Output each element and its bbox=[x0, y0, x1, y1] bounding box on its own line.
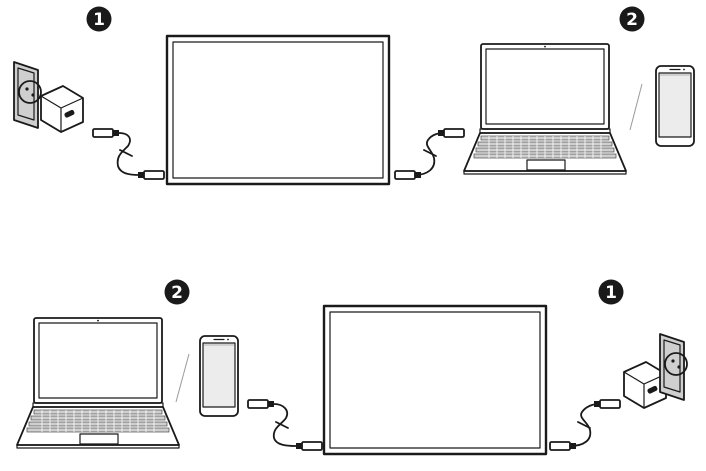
usb-c-cable-icon bbox=[92, 128, 165, 180]
step-badge-2: 2 bbox=[164, 279, 190, 305]
laptop-icon bbox=[16, 317, 180, 449]
top-scene: 1 bbox=[13, 6, 695, 186]
step-badge-number: 2 bbox=[171, 283, 183, 303]
portable-monitor-icon bbox=[165, 34, 391, 186]
wall-outlet-icon bbox=[13, 61, 42, 129]
divider-line bbox=[629, 83, 643, 131]
wall-outlet-icon bbox=[659, 333, 688, 401]
step-badge-1: 1 bbox=[86, 6, 112, 32]
step-badge-number: 1 bbox=[605, 283, 617, 303]
step-badge-number: 2 bbox=[626, 10, 638, 30]
usb-c-power-adapter-icon bbox=[40, 85, 84, 133]
smartphone-icon bbox=[655, 65, 695, 147]
usb-c-cable-icon bbox=[549, 399, 621, 451]
divider-line bbox=[175, 353, 190, 403]
laptop-icon bbox=[463, 43, 627, 175]
usb-c-cable-icon bbox=[394, 128, 465, 180]
smartphone-icon bbox=[199, 335, 239, 417]
step-badge-1: 1 bbox=[598, 279, 624, 305]
portable-monitor-icon bbox=[322, 304, 548, 456]
bottom-scene: 2 bbox=[16, 279, 688, 456]
step-badge-number: 1 bbox=[93, 10, 105, 30]
usb-c-cable-icon bbox=[247, 399, 323, 451]
step-badge-2: 2 bbox=[619, 6, 645, 32]
